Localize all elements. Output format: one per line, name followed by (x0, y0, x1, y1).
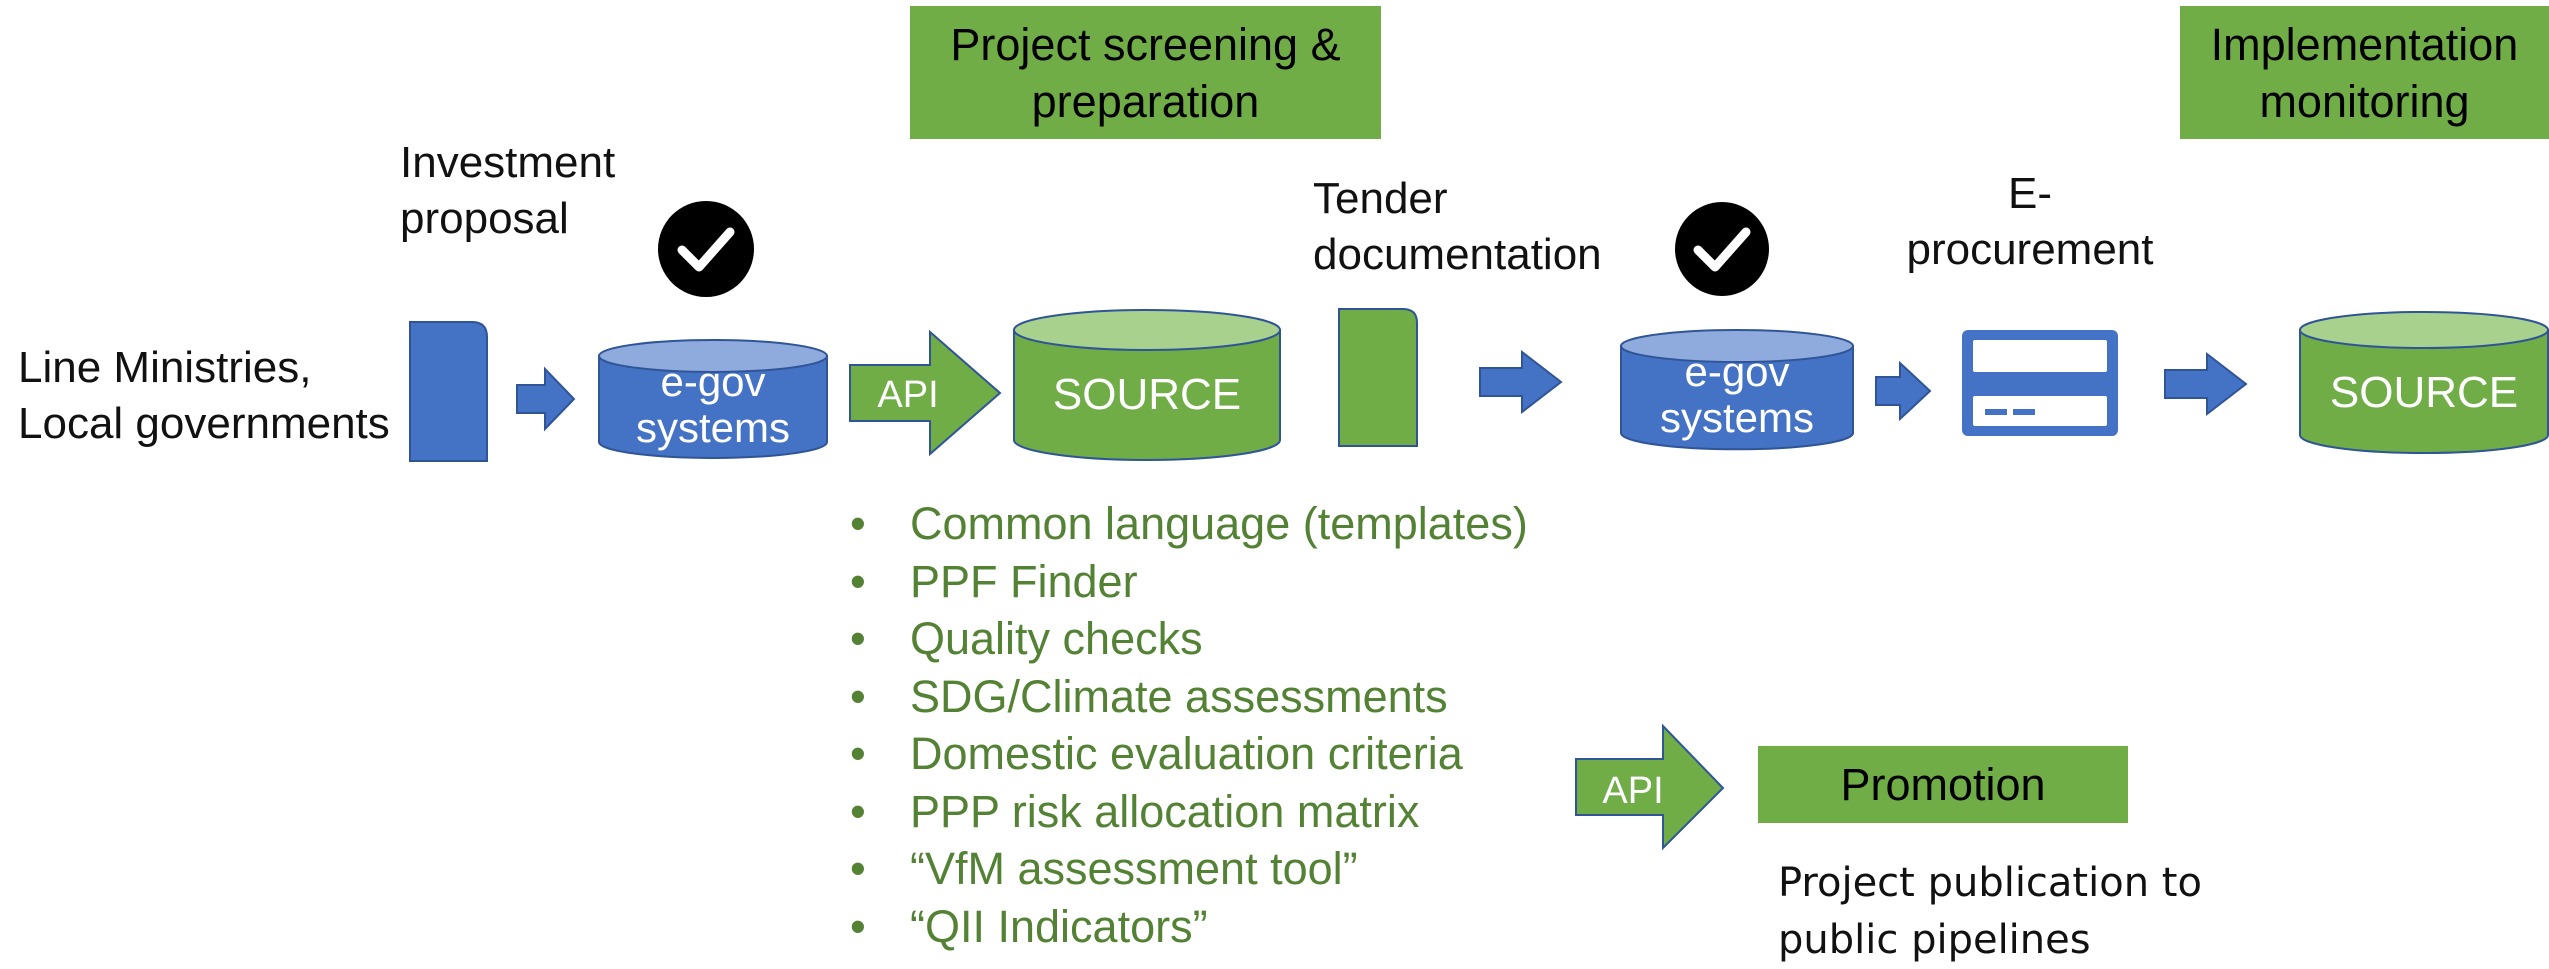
bullet-glyph: • (850, 613, 866, 664)
feature-text: “QII Indicators” (910, 900, 1208, 952)
stage-promotion-label: Promotion (1840, 759, 2046, 810)
feature-item: • Quality checks (850, 610, 1528, 668)
stage-implementation-box: Implementation monitoring (2180, 6, 2549, 139)
feature-text: PPF Finder (910, 555, 1138, 607)
stage-screening-box: Project screening & preparation (910, 6, 1381, 139)
feature-text: Quality checks (910, 613, 1203, 664)
bullet-glyph: • (850, 498, 866, 549)
bullet-glyph: • (850, 728, 866, 779)
stage-promotion-box: Promotion (1758, 746, 2128, 823)
procurement-card-icon (1962, 330, 2118, 436)
feature-item: • SDG/Climate assessments (850, 668, 1528, 726)
api-arrow-2: API (1575, 723, 1725, 851)
arrow-2 (1479, 349, 1563, 415)
arrow-4 (2164, 351, 2248, 417)
feature-text: SDG/Climate assessments (910, 670, 1448, 722)
feature-item: • PPF Finder (850, 553, 1528, 611)
publication-label: Project publication to public pipelines (1778, 860, 2202, 963)
bullet-glyph: • (850, 785, 866, 837)
api-arrow-1: API (849, 329, 1002, 457)
feature-text: Domestic evaluation criteria (910, 728, 1463, 779)
actors-label: Line Ministries, Local governments (18, 343, 390, 448)
e-procurement-label: E- procurement (1906, 169, 2154, 274)
tender-document-shape (1338, 308, 1418, 447)
feature-item: • Domestic evaluation criteria (850, 725, 1528, 783)
feature-text: PPP risk allocation matrix (910, 785, 1420, 837)
source-cylinder-1: SOURCE (1013, 309, 1281, 461)
feature-text: Common language (templates) (910, 498, 1528, 549)
feature-item: • “VfM assessment tool” (850, 840, 1528, 898)
arrow-1 (516, 366, 576, 432)
bullet-glyph: • (850, 900, 866, 952)
check-icon (1675, 202, 1769, 296)
source-cylinder-2: SOURCE (2299, 311, 2549, 454)
feature-item: • “QII Indicators” (850, 898, 1528, 956)
api-1-text: API (877, 374, 938, 416)
bullet-glyph: • (850, 555, 866, 607)
bullet-glyph: • (850, 670, 866, 722)
source-2-text: SOURCE (2330, 368, 2518, 417)
stage-implementation-label: Implementation monitoring (2210, 18, 2519, 127)
check-icon (658, 201, 754, 297)
tender-documentation-label: Tender documentation (1313, 174, 1602, 279)
source-1-text: SOURCE (1053, 370, 1241, 419)
proposal-document-shape (409, 321, 488, 462)
feature-list: •Common language (templates)•PPF Finder•… (850, 495, 1528, 955)
feature-item: • PPP risk allocation matrix (850, 783, 1528, 841)
bullet-glyph: • (850, 843, 866, 894)
api-2-text: API (1602, 770, 1663, 812)
feature-text: “VfM assessment tool” (910, 843, 1358, 894)
stage-screening-label: Project screening & preparation (950, 18, 1341, 127)
feature-item: • Common language (templates) (850, 495, 1528, 553)
investment-proposal-label: Investment proposal (400, 138, 616, 243)
arrow-3 (1875, 360, 1932, 422)
